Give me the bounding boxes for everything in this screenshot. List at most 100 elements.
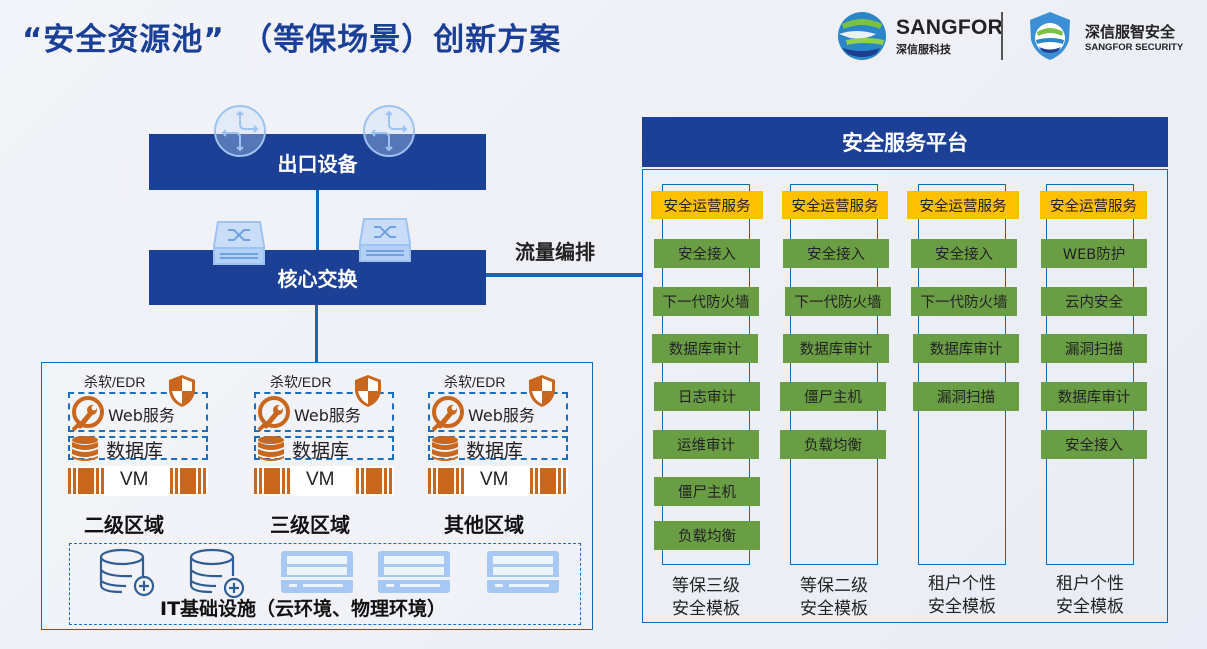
web-service-label: Web服务 <box>468 406 535 425</box>
security-service-item: 僵尸主机 <box>654 477 760 506</box>
template-caption: 等保二级安全模板 <box>774 575 894 621</box>
egress-device-bar: 出口设备 <box>149 134 486 190</box>
security-ops-service-item: 安全运营服务 <box>651 191 763 219</box>
infrastructure-label: IT基础设施（云环境、物理环境） <box>160 598 447 620</box>
switch-icon <box>213 221 265 265</box>
security-service-item: 下一代防火墙 <box>911 287 1017 316</box>
security-zone: 杀软/EDR Web服务 数据库 <box>428 366 570 537</box>
core-switch-bar: 核心交换 <box>149 250 486 305</box>
security-service-item: 安全接入 <box>654 239 760 268</box>
database-box <box>254 436 394 460</box>
database-label: 数据库 <box>292 440 350 462</box>
security-service-item: 数据库审计 <box>913 334 1019 363</box>
security-service-item: 漏洞扫描 <box>913 382 1019 411</box>
sangfor-globe-icon <box>838 12 886 60</box>
security-service-item: 数据库审计 <box>652 334 758 363</box>
template-caption: 租户个性安全模板 <box>902 573 1022 619</box>
template-column-frame <box>918 184 1006 565</box>
page-title: “安全资源池” （等保场景）创新方案 <box>22 22 562 58</box>
infrastructure-box <box>69 543 581 625</box>
zone-name: 二级区域 <box>84 513 164 537</box>
shield-icon <box>355 375 381 407</box>
security-ops-service-item: 安全运营服务 <box>1040 191 1147 219</box>
server-icon <box>378 551 450 593</box>
edr-label: 杀软/EDR <box>270 374 332 390</box>
security-service-item: 负载均衡 <box>654 521 760 550</box>
web-service-label: Web服务 <box>108 406 175 425</box>
edr-label: 杀软/EDR <box>444 374 506 390</box>
core-switch-label: 核心交换 <box>277 267 358 291</box>
database-add-icon <box>189 548 245 598</box>
security-service-item: 安全接入 <box>783 239 889 268</box>
security-service-item: 漏洞扫描 <box>1041 334 1147 363</box>
database-icon <box>72 436 98 461</box>
security-service-item: 下一代防火墙 <box>785 287 891 316</box>
database-label: 数据库 <box>466 440 524 462</box>
zone-name: 其他区域 <box>444 513 524 537</box>
template-caption-line2: 安全模板 <box>672 599 740 619</box>
web-service-icon <box>431 396 464 432</box>
web-service-label: Web服务 <box>294 406 361 425</box>
template-caption: 租户个性安全模板 <box>1030 573 1150 619</box>
database-box <box>68 436 208 460</box>
template-caption: 等保三级安全模板 <box>646 575 766 621</box>
security-service-item: 运维审计 <box>653 430 759 459</box>
vm-label: VM <box>480 469 509 490</box>
vm-label: VM <box>306 469 335 490</box>
security-zone: 杀软/EDR Web服务 数据库 <box>254 366 396 537</box>
logo-divider <box>1001 12 1003 60</box>
vm-icon <box>356 468 392 494</box>
database-label: 数据库 <box>106 440 164 462</box>
template-caption-line1: 等保三级 <box>672 576 740 596</box>
flow-link <box>486 273 643 277</box>
security-service-item: 安全接入 <box>1041 430 1147 459</box>
security-platform-title: 安全服务平台 <box>842 131 968 155</box>
server-icon <box>281 551 353 593</box>
vm-label: VM <box>120 469 149 490</box>
router-icon <box>214 105 266 157</box>
security-logo-name: 深信服智安全 <box>1085 23 1176 41</box>
egress-core-link <box>316 190 319 250</box>
template-column-frame <box>790 184 878 565</box>
security-service-item: WEB防护 <box>1041 239 1147 268</box>
security-ops-service-item: 安全运营服务 <box>782 191 888 219</box>
template-column-frame <box>1046 184 1134 565</box>
flow-orchestration-label: 流量编排 <box>515 240 595 264</box>
egress-device-label: 出口设备 <box>277 151 358 176</box>
router-icon <box>363 105 415 157</box>
template-caption-line2: 安全模板 <box>928 597 996 617</box>
vm-icon <box>68 468 104 494</box>
template-caption-line2: 安全模板 <box>800 599 868 619</box>
template-caption-line1: 等保二级 <box>800 576 868 596</box>
zone-name: 三级区域 <box>270 513 350 537</box>
core-zone-link <box>315 305 318 363</box>
security-service-item: 数据库审计 <box>783 334 889 363</box>
vm-icon <box>254 468 290 494</box>
template-column-frame <box>662 184 750 565</box>
database-box <box>428 436 568 460</box>
sangfor-security-logo: 深信服智安全 SANGFOR SECURITY <box>1025 10 1195 62</box>
edr-label: 杀软/EDR <box>84 374 146 390</box>
security-service-item: 数据库审计 <box>1041 382 1147 411</box>
database-add-icon <box>99 548 155 597</box>
web-service-box <box>254 392 394 432</box>
security-service-item: 僵尸主机 <box>780 382 886 411</box>
template-caption-line1: 租户个性 <box>1056 574 1124 594</box>
security-service-item: 负载均衡 <box>780 430 886 459</box>
template-caption-line1: 租户个性 <box>928 574 996 594</box>
shield-icon <box>529 375 555 407</box>
security-platform-box <box>642 169 1168 623</box>
shield-icon <box>169 375 195 407</box>
sangfor-logo-subtitle: 深信服科技 <box>896 43 951 56</box>
web-service-box <box>428 392 568 432</box>
security-shield-icon <box>1030 12 1070 60</box>
switch-icon <box>359 218 411 262</box>
security-service-item: 安全接入 <box>911 239 1017 268</box>
vm-icon <box>428 468 464 494</box>
web-service-icon <box>257 396 290 432</box>
database-icon <box>432 436 458 461</box>
server-icon <box>487 551 559 593</box>
security-platform-header: 安全服务平台 <box>642 117 1168 167</box>
security-logo-subtitle: SANGFOR SECURITY <box>1085 42 1184 53</box>
sangfor-logo-name: SANGFOR <box>896 16 1004 39</box>
